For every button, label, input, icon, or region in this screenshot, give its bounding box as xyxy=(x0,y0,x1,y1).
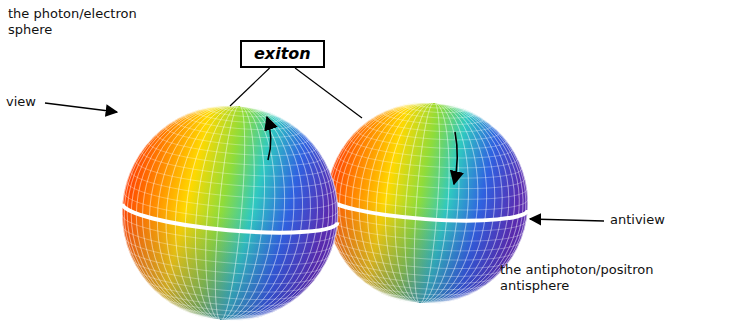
sphere-label: the antiphoton/positron antisphere xyxy=(500,262,705,294)
spin-arrow xyxy=(454,132,457,184)
sphere xyxy=(113,96,347,327)
pointer-label: view xyxy=(6,94,36,110)
sphere-label: the photon/electron sphere xyxy=(8,6,183,38)
pointer-label: antiview xyxy=(610,212,665,228)
term-text: exiton xyxy=(254,44,311,64)
pointer-arrow xyxy=(530,219,604,221)
pointer-arrow xyxy=(45,103,117,112)
spin-arrow xyxy=(267,117,271,160)
term-box: exiton xyxy=(240,40,325,68)
leader-line xyxy=(230,68,270,106)
leader-line xyxy=(295,68,362,118)
